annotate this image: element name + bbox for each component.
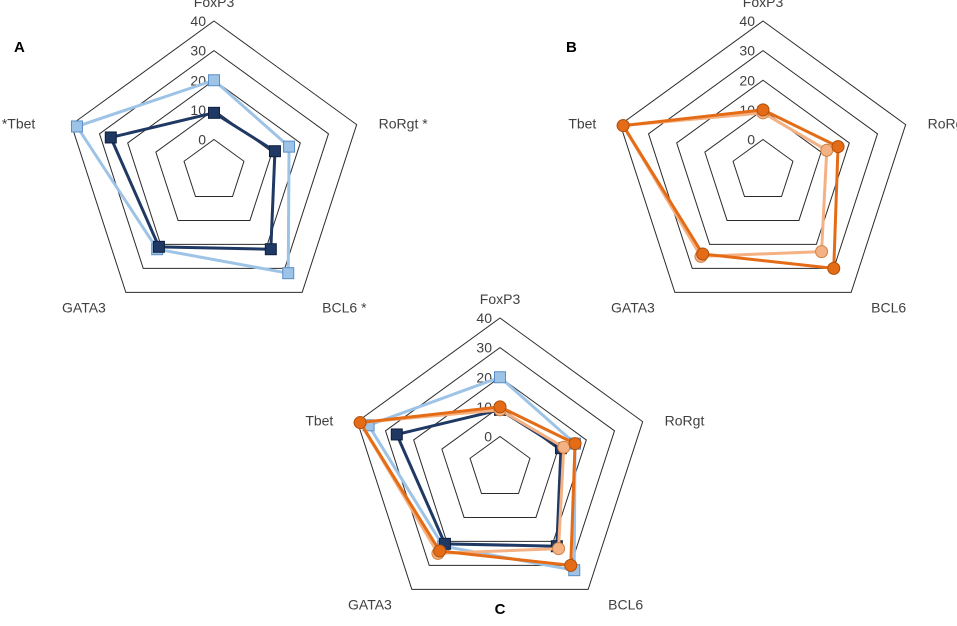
tick-label: 30 [190, 43, 206, 59]
axis-label: *Tbet [2, 116, 36, 132]
data-point [564, 558, 578, 572]
data-point [815, 245, 829, 259]
axis-label: GATA3 [348, 596, 392, 612]
tick-label: 10 [190, 102, 206, 118]
grid-ring [647, 50, 879, 269]
axis-label: RoRgt [928, 116, 957, 132]
grid-ring [127, 79, 301, 245]
data-point [70, 120, 83, 133]
grid-ring [155, 109, 273, 221]
series-line [109, 111, 277, 251]
axis-label: RoRgt * [379, 116, 429, 132]
panel-letter: C [495, 601, 506, 618]
axis-label: GATA3 [611, 299, 655, 315]
axis-label: BCL6 [871, 299, 906, 315]
tick-label: 40 [190, 13, 206, 29]
tick-label: 30 [739, 43, 755, 59]
axis-label: BCL6 [608, 596, 643, 612]
axis-label: Tbet [305, 413, 333, 429]
data-point [568, 437, 582, 451]
data-point [820, 143, 834, 157]
grid-ring [704, 109, 822, 221]
axis-label: FoxP3 [480, 291, 521, 307]
panel-letter: B [566, 39, 577, 56]
grid-ring [732, 138, 794, 197]
grid-ring [676, 79, 850, 245]
radar-panel-b: 010203040FoxP3RoRgtBCL6GATA3TbetB [566, 0, 957, 315]
panel-letter: A [14, 39, 25, 56]
grid-ring [98, 50, 330, 269]
data-point [353, 416, 367, 430]
data-point [494, 371, 506, 384]
tick-label: 40 [476, 310, 492, 326]
data-point [552, 542, 566, 556]
axis-label: GATA3 [62, 299, 106, 315]
data-point [433, 544, 447, 558]
data-point [104, 131, 117, 144]
grid-ring [619, 20, 907, 293]
data-point [756, 103, 770, 117]
grid-ring [469, 435, 531, 494]
grid-ring [441, 406, 559, 518]
grid-ring [70, 20, 358, 293]
grid-ring [183, 138, 245, 197]
axis-label: BCL6 * [322, 299, 367, 315]
series-line [395, 408, 563, 548]
data-point [616, 119, 630, 133]
grid-ring [413, 376, 587, 542]
tick-label: 20 [739, 72, 755, 88]
series-line [75, 78, 291, 275]
data-point [264, 243, 277, 256]
tick-label: 0 [484, 429, 492, 445]
data-point [831, 140, 845, 154]
axis-label: RoRgt [665, 413, 705, 429]
grid-ring [356, 317, 644, 590]
tick-label: 0 [198, 132, 206, 148]
data-point [696, 247, 710, 261]
series-line [621, 108, 840, 270]
data-point [208, 74, 220, 87]
data-point [493, 400, 507, 414]
data-point [390, 428, 403, 441]
tick-label: 40 [739, 13, 755, 29]
tick-label: 30 [476, 340, 492, 356]
data-point [283, 140, 296, 153]
data-point [827, 261, 841, 275]
tick-label: 0 [747, 132, 755, 148]
data-point [557, 440, 571, 454]
axis-label: FoxP3 [743, 0, 784, 10]
data-point [208, 106, 220, 119]
data-point [282, 267, 295, 280]
series-line [358, 405, 577, 567]
axis-label: Tbet [568, 116, 596, 132]
axis-label: FoxP3 [194, 0, 235, 10]
data-point [152, 240, 165, 253]
data-point [268, 145, 281, 158]
